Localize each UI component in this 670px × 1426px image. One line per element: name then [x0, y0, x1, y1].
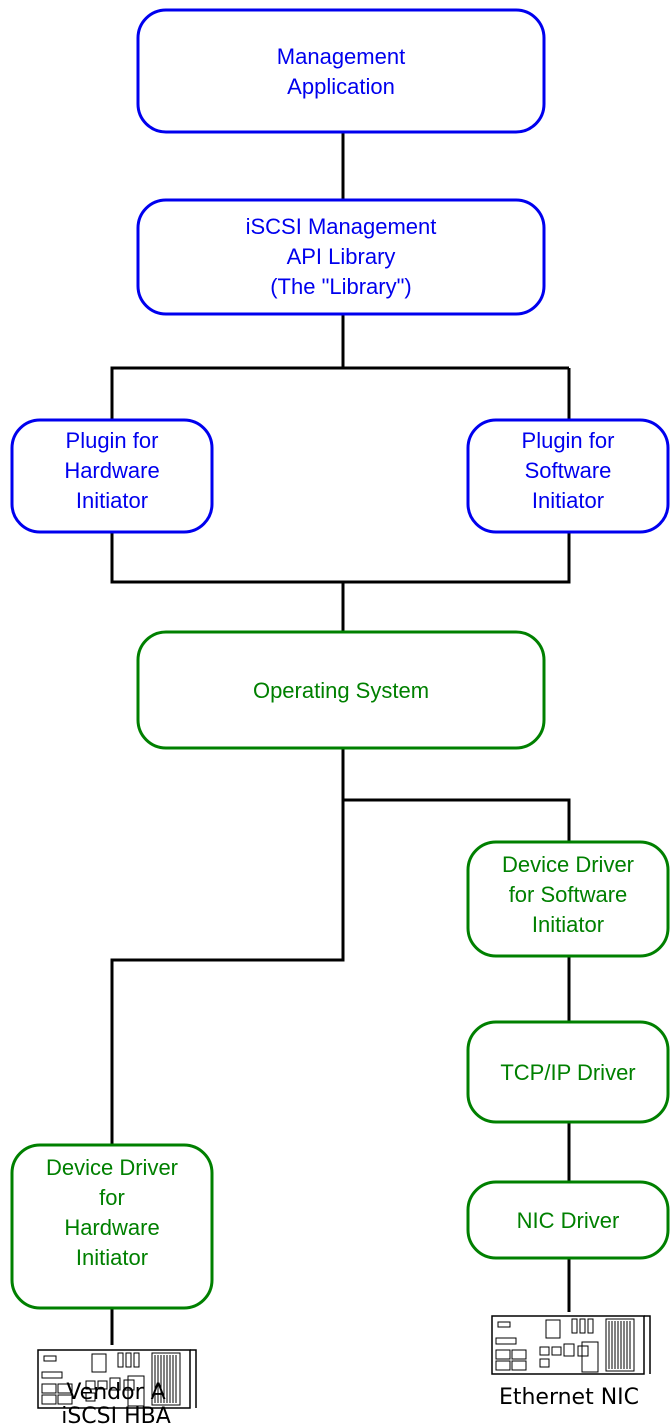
connector-os-to-drivers: [341, 748, 571, 842]
connector-lines: [110, 132, 571, 1345]
nic-driver-label-line-1: NIC Driver: [517, 1208, 620, 1233]
driver-hardware-label-line-4: Initiator: [76, 1245, 148, 1270]
plugin-hardware-label-line-2: Hardware: [64, 458, 159, 483]
management-application-label-line-1: Management: [277, 44, 405, 69]
tcpip-driver-box-frame: [466, 1020, 670, 1124]
management-application-label-line-2: Application: [287, 74, 395, 99]
management-application-box-frame: [136, 8, 546, 134]
driver-software-label-line-2: for Software: [509, 882, 628, 907]
nic-driver-box-frame: [466, 1180, 670, 1260]
operating-system-box-frame: [136, 630, 546, 750]
connector-library-to-plugins: [110, 314, 345, 420]
driver-software-box-frame: [466, 840, 670, 958]
api-library-box-frame: [136, 198, 546, 316]
driver-hardware-label-line-3: Hardware: [64, 1215, 159, 1240]
tcpip-driver-box: TCP/IP Driver: [466, 1020, 670, 1124]
operating-system-label-line-1: Operating System: [253, 678, 429, 703]
nic-card-icon: [491, 1315, 651, 1375]
plugin-software-label-line-2: Software: [525, 458, 612, 483]
driver-software-label-line-3: Initiator: [532, 912, 604, 937]
api-library-label-line-2: API Library: [287, 244, 396, 269]
tcpip-driver-label-line-1: TCP/IP Driver: [500, 1060, 635, 1085]
nic-driver-box: NIC Driver: [466, 1180, 670, 1260]
api-library-label-line-1: iSCSI Management: [246, 214, 437, 239]
plugin-hardware-label-line-1: Plugin for: [66, 428, 159, 453]
connector-os-to-hardware-driver: [110, 800, 345, 1145]
plugin-hardware-label-line-3: Initiator: [76, 488, 148, 513]
hba-caption-line-1: Vendor A: [66, 1380, 165, 1405]
driver-hardware-box-frame: [10, 1143, 214, 1310]
hba-caption-line-2: iSCSI HBA: [61, 1404, 171, 1426]
driver-software-label-line-1: Device Driver: [502, 852, 634, 877]
nic-caption: Ethernet NIC: [499, 1385, 639, 1410]
driver-hardware-label-line-2: for: [99, 1185, 125, 1210]
connector-plugins-to-os: [110, 532, 571, 584]
hba-card-icon: [37, 1349, 197, 1409]
api-library-label-line-3: (The "Library"): [270, 274, 412, 299]
plugin-hardware-box-frame: [10, 418, 214, 534]
driver-hardware-label-line-1: Device Driver: [46, 1155, 178, 1180]
plugin-software-box-frame: [466, 418, 670, 534]
plugin-software-label-line-3: Initiator: [532, 488, 604, 513]
operating-system-box: Operating System: [136, 630, 546, 750]
plugin-software-label-line-1: Plugin for: [522, 428, 615, 453]
